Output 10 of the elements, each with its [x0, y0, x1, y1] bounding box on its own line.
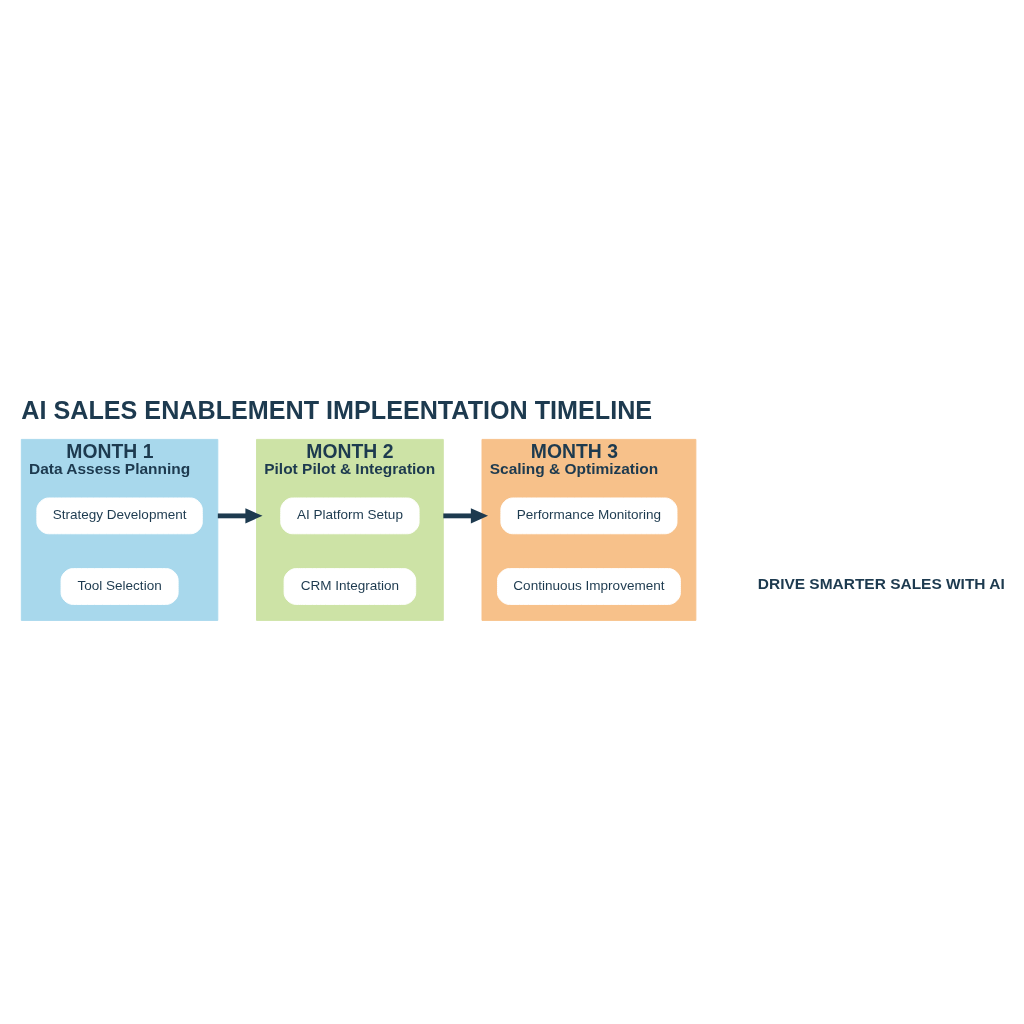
node-box: CRM Integration	[283, 568, 417, 605]
node-box: Strategy Development	[36, 497, 203, 535]
arrow	[217, 508, 263, 524]
node-box: Continuous Improvement	[497, 568, 681, 605]
node-box: AI Platform Setup	[280, 497, 420, 535]
caption: DRIVE SMARTER SALES WITH AI	[757, 575, 1005, 593]
node-box: Tool Selection	[60, 568, 179, 605]
node-box: Performance Monitoring	[500, 497, 678, 535]
arrow	[443, 508, 489, 524]
diagram-title: AI SALES ENABLEMENT IMPLEENTATION TIMELINE	[21, 395, 653, 424]
